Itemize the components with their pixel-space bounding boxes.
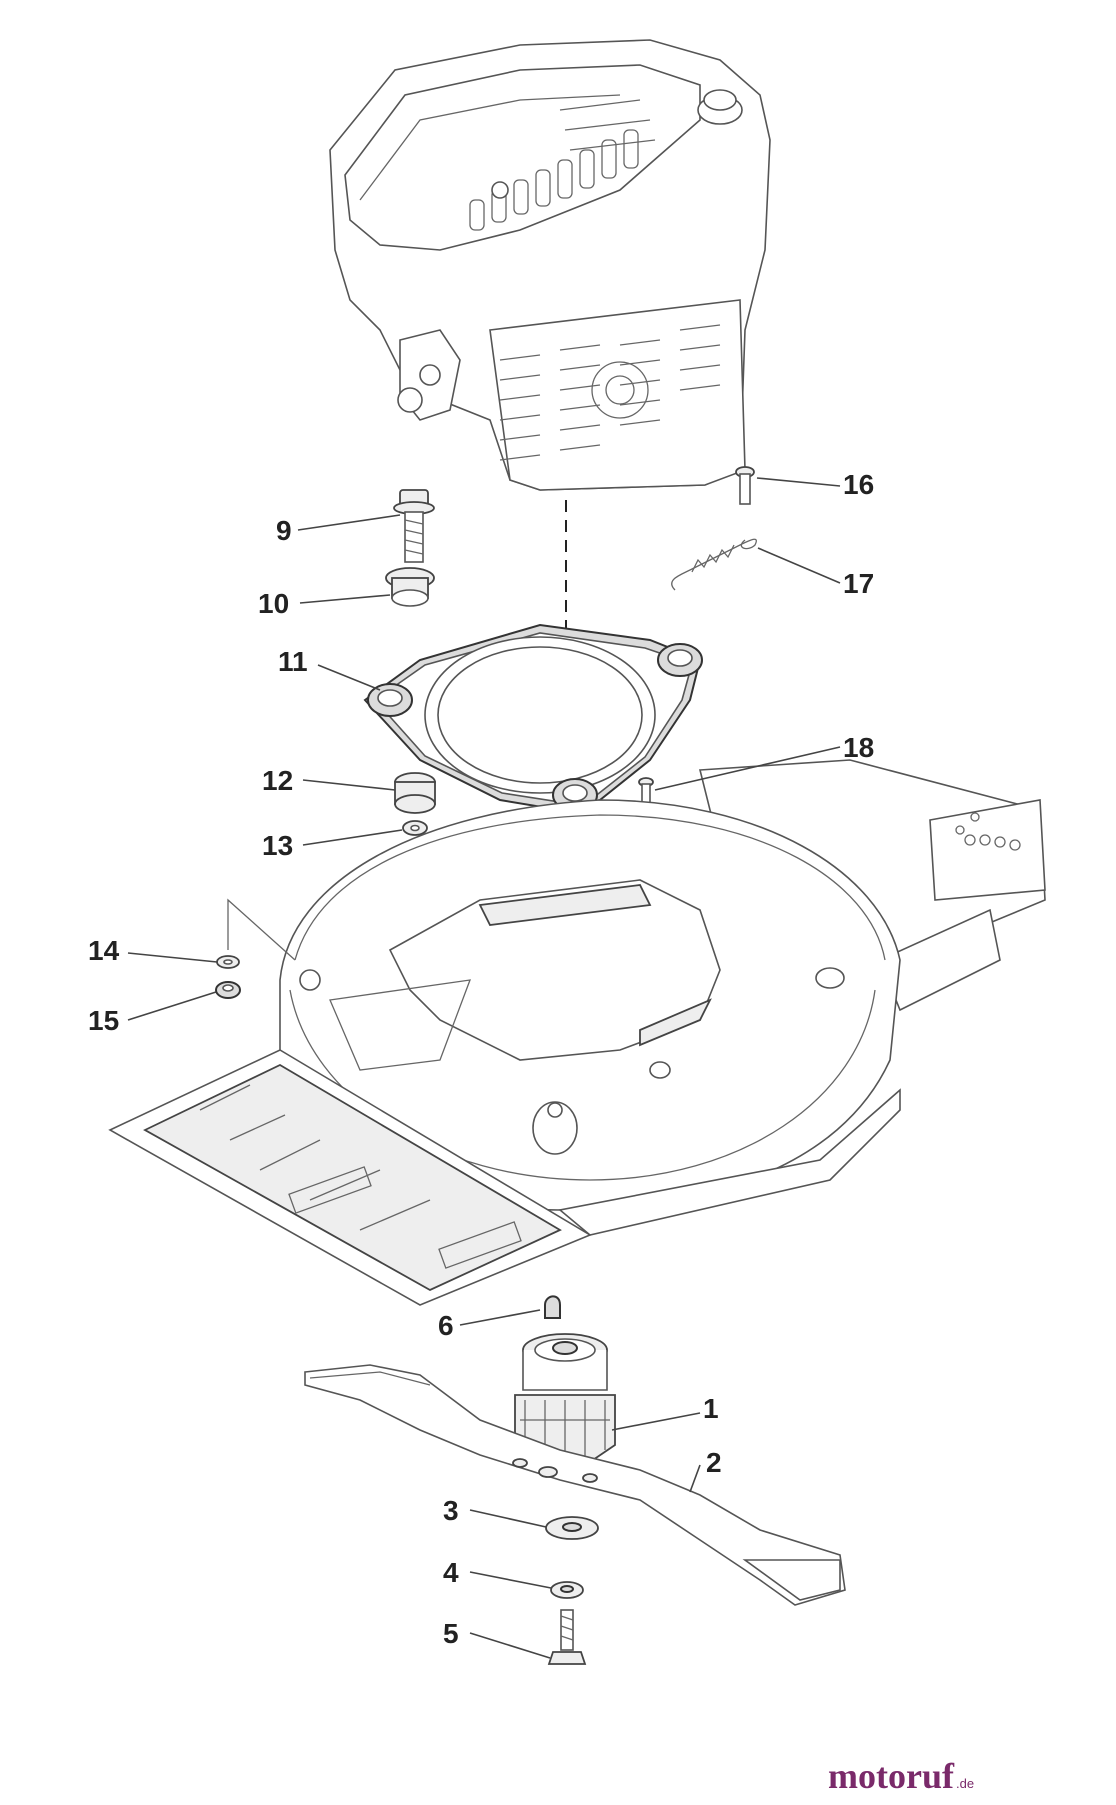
- callout-3: 3: [443, 1495, 459, 1526]
- part-2-blade: [304, 1364, 846, 1606]
- callout-6: 6: [438, 1310, 454, 1341]
- callout-5: 5: [443, 1618, 459, 1649]
- callout-14: 14: [88, 935, 120, 966]
- part-12-bushing: [394, 772, 436, 814]
- part-17-spring: [671, 538, 757, 591]
- callout-18: 18: [843, 732, 874, 763]
- callout-11: 11: [278, 646, 308, 677]
- engine-illustration: [329, 39, 771, 491]
- part-10-spacer: [385, 567, 435, 607]
- part-5-bolt: [547, 1609, 587, 1665]
- part-15-nut: [215, 981, 241, 999]
- callout-10: 10: [258, 588, 289, 619]
- callout-15: 15: [88, 1005, 119, 1036]
- part-11-flange-plate: [363, 623, 703, 812]
- leader-lines: [127, 477, 841, 1659]
- part-14-washer: [216, 898, 296, 969]
- callout-1: 1: [703, 1393, 719, 1424]
- callout-12: 12: [262, 765, 293, 796]
- watermark-suffix: .de: [956, 1776, 974, 1791]
- callout-9: 9: [276, 515, 292, 546]
- part-1-blade-adapter: [514, 1333, 616, 1463]
- part-6-key: [544, 1295, 561, 1319]
- callout-16: 16: [843, 469, 874, 500]
- callout-labels: 1 2 3 4 5 6 9 10 11 12 13 14 15 16 17 18: [88, 469, 874, 1649]
- callout-13: 13: [262, 830, 293, 861]
- mower-deck: [108, 759, 1046, 1306]
- watermark-brand: motoruf: [828, 1756, 955, 1796]
- watermark-logo: motoruf .de: [828, 1756, 974, 1796]
- callout-2: 2: [706, 1447, 722, 1478]
- callout-4: 4: [443, 1557, 459, 1588]
- part-3-washer: [545, 1516, 599, 1540]
- part-16-screw: [735, 466, 755, 505]
- part-4-lock-washer: [550, 1581, 584, 1599]
- part-9-bolt: [393, 489, 435, 563]
- callout-17: 17: [843, 568, 874, 599]
